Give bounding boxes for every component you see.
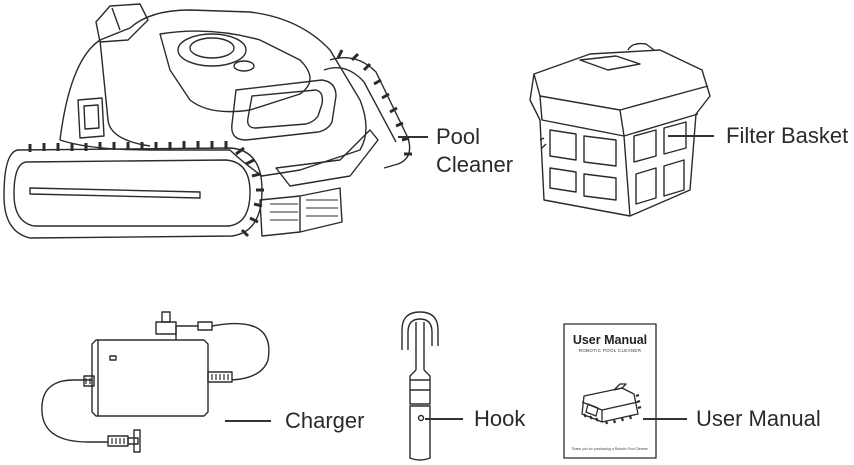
filter-basket-leader — [668, 135, 714, 137]
filter-basket-illustration — [529, 42, 711, 217]
hook-label: Hook — [474, 406, 526, 431]
manual-cover-footer: Thank you for purchasing a Robotic Pool … — [571, 447, 649, 451]
pool-cleaner-label-line1: Pool — [436, 124, 481, 149]
manual-cover-subtitle: ROBOTIC POOL CLEANER — [578, 348, 642, 353]
user-manual-leader — [643, 418, 687, 420]
hook-illustration — [401, 311, 439, 461]
manual-cover-title: User Manual — [572, 333, 648, 347]
pool-cleaner-label-line2: Cleaner — [436, 152, 514, 177]
filter-basket-label: Filter Basket — [726, 123, 849, 148]
user-manual-illustration — [563, 323, 657, 459]
pool-cleaner-illustration — [3, 3, 412, 239]
charger-label: Charger — [285, 408, 365, 433]
charger-leader — [225, 420, 271, 422]
pool-cleaner-leader — [398, 136, 428, 138]
hook-leader — [425, 418, 463, 420]
charger-illustration — [41, 311, 270, 453]
user-manual-label: User Manual — [696, 406, 821, 431]
